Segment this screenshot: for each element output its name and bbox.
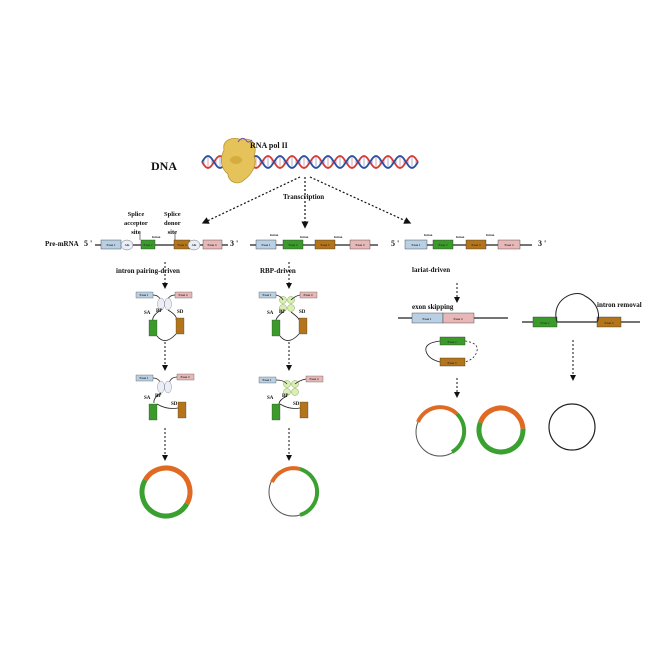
intron-label-4: Intron <box>334 235 343 239</box>
exon-label: Exon 4 <box>356 243 365 247</box>
intron-removal-diagram <box>522 293 640 328</box>
exon-2-box <box>140 239 156 250</box>
exon-label: Exon 3 <box>178 243 187 247</box>
sd-label-4: SD <box>293 402 300 407</box>
exon-label: Exon 1 <box>263 293 272 297</box>
circrna-intron-removal <box>548 403 596 451</box>
exon-label: Exon 1 <box>140 376 149 380</box>
flow-arrows <box>162 262 576 461</box>
exon-label: Exon 1 <box>140 293 149 297</box>
intron-pairing-structure-2 <box>135 373 195 421</box>
exon-label: Exon 1 <box>107 243 116 247</box>
intron-label-7: Intron <box>486 233 495 237</box>
exon-4-box <box>202 239 223 250</box>
exon-label: Exon 1 <box>262 243 271 247</box>
rbp-structure-1 <box>258 291 318 341</box>
circrna-rbp <box>268 466 320 517</box>
dna-label: DNA <box>151 159 177 173</box>
intron-label-1: Intron <box>152 235 161 239</box>
pre-mrna-right <box>404 239 532 250</box>
sd-label-2: SD <box>171 402 178 407</box>
intron-pairing-structure-1 <box>135 291 193 341</box>
alu-element-2 <box>187 239 201 251</box>
alu-element <box>120 239 134 251</box>
sa-label-3: SA <box>267 311 274 316</box>
rna-pol-label: RNA pol II <box>250 141 288 150</box>
pre-mrna-middle <box>250 239 378 250</box>
three-prime-3: 3 ' <box>538 239 547 248</box>
bp-label-3: BP <box>279 310 286 315</box>
exon-label: Exon 4 <box>304 293 313 297</box>
exon-text-labels: Exon 1 Exon 2 Exon 3 Exon 4 Exon 1 Exon 2 Exon… <box>107 243 614 382</box>
exon-label: Exon 2 <box>448 340 457 344</box>
intron-label-3: Intron <box>300 235 309 239</box>
sa-label-2: SA <box>144 396 151 401</box>
five-prime-3: 5 ' <box>391 239 400 248</box>
bp-label-1: BP <box>156 309 163 314</box>
exon-label: Exon 3 <box>321 243 330 247</box>
transcription-arrows <box>201 176 412 229</box>
intron-label-6: Intron <box>456 235 465 239</box>
sa-label-4: SA <box>267 396 274 401</box>
splice-donor-label: Splice donor site <box>164 211 181 236</box>
exon-label: Exon 1 <box>423 317 432 321</box>
alu-label: Alu <box>125 243 130 247</box>
rbp-structure-2 <box>258 375 324 421</box>
exon-label: Exon 4 <box>208 243 217 247</box>
pre-mrna-label: Pre-mRNA <box>45 240 79 248</box>
exon-label: Exon 4 <box>505 243 514 247</box>
sa-label-1: SA <box>144 311 151 316</box>
exon-label: Exon 3 <box>448 361 457 365</box>
three-prime-1: 3 ' <box>230 239 239 248</box>
intron-pairing-label: intron pairing-driven <box>116 267 180 275</box>
exon-label: Exon 3 <box>472 243 481 247</box>
intron-label-5: Intron <box>424 233 433 237</box>
exon-label: Exon 4 <box>310 377 319 381</box>
exon-label: Exon 3 <box>605 321 614 325</box>
exon-label: Exon 4 <box>179 293 188 297</box>
alu-label: Alu <box>192 243 197 247</box>
sd-label-3: SD <box>299 310 306 315</box>
exon-skipping-diagram <box>398 312 508 367</box>
exon-label: Exon 2 <box>289 243 298 247</box>
circrna-lariat-1 <box>415 405 467 457</box>
intron-label-2: Intron <box>270 233 279 237</box>
intron-removal-label: intron removal <box>597 301 642 309</box>
exon-label: Exon 2 <box>144 243 153 247</box>
bp-label-4: BP <box>282 394 289 399</box>
five-prime-1: 5 ' <box>84 239 93 248</box>
exon-label: Exon 4 <box>454 317 463 321</box>
exon-skipping-label: exon skipping <box>412 303 454 311</box>
rbp-driven-label: RBP-driven <box>260 267 296 275</box>
rna-polymerase-icon <box>220 137 256 184</box>
circrna-intron-pairing <box>139 465 193 519</box>
splice-acceptor-label: Splice acceptor site <box>124 211 148 236</box>
bp-label-2: BP <box>155 394 162 399</box>
lariat-driven-label: lariat-driven <box>412 266 451 274</box>
exon-label: Exon 1 <box>412 243 421 247</box>
circrna-lariat-2 <box>476 405 526 455</box>
exon-label: Exon 2 <box>541 321 550 325</box>
exon-label: Exon 1 <box>263 378 272 382</box>
exon-label: Exon 4 <box>181 375 190 379</box>
exon-label: Exon 2 <box>439 243 448 247</box>
sd-label-1: SD <box>177 310 184 315</box>
pre-mrna-left <box>95 232 228 251</box>
transcription-label: Transcription <box>283 193 325 201</box>
